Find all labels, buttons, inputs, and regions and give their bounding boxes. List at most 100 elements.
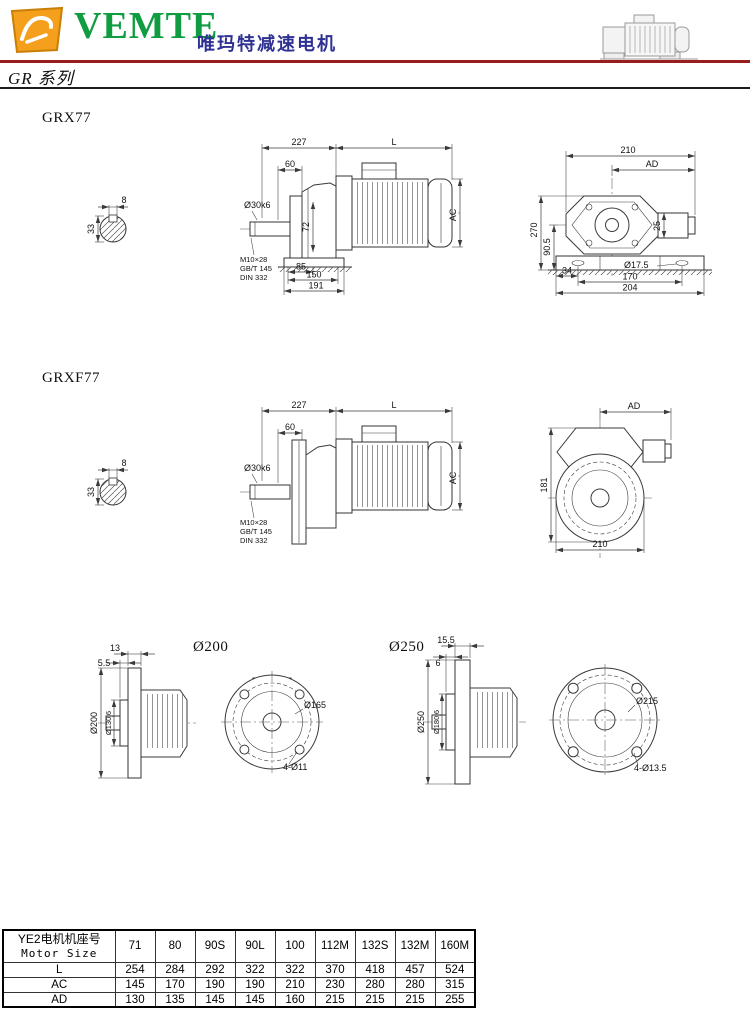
dim-AC: AC — [448, 471, 458, 484]
dimension-table: YE2电机机座号 Motor Size 71 80 90S 90L 100 11… — [2, 929, 476, 1009]
size-col-6: 132S — [354, 929, 396, 963]
dim-AD: AD — [628, 401, 641, 411]
dim-key-width: 8 — [121, 458, 126, 468]
flange-250-drawing: Ø250 15.5 6 — [389, 635, 667, 785]
cell: 160 — [274, 991, 316, 1008]
dim-60: 60 — [285, 159, 295, 169]
note-tap-din: DIN 332 — [240, 536, 268, 545]
dim-210: 210 — [620, 145, 635, 155]
dim-shaft-section: 33 — [86, 224, 96, 234]
dim-13: 13 — [110, 643, 120, 653]
flange-200-front-view: Ø165 4-Ø11 — [221, 671, 326, 773]
grx77-shaft-section: 8 33 — [86, 195, 128, 243]
note-tap: M10×28 — [240, 255, 267, 264]
motor-size-header-en: Motor Size — [21, 947, 98, 960]
grx77-front-view: 210 AD 270 90.5 25 34 Ø17.5 — [529, 145, 712, 296]
brand-name: VEMTE — [74, 5, 219, 47]
logo-mark — [20, 15, 54, 41]
cell: 315 — [434, 976, 476, 993]
dim-spigot-dia: Ø180j6 — [432, 710, 441, 734]
brand-subtitle: 唯玛特减速电机 — [197, 34, 337, 54]
header-divider-black — [0, 87, 750, 89]
dim-flange-dia: Ø200 — [89, 712, 99, 734]
cell: 370 — [314, 961, 356, 978]
grx77-drawing: GRX77 8 33 — [42, 110, 712, 296]
dim-210: 210 — [592, 539, 607, 549]
dim-key-width: 8 — [121, 195, 126, 205]
table-header-row: YE2电机机座号 Motor Size 71 80 90S 90L 100 11… — [2, 929, 476, 963]
row-label: AD — [2, 991, 116, 1008]
cell: 255 — [434, 991, 476, 1008]
cell: 280 — [394, 976, 436, 993]
dim-gear-length: 227 — [291, 400, 306, 410]
cell: 280 — [354, 976, 396, 993]
grxf77-front-view: AD 181 210 — [539, 401, 672, 558]
size-col-8: 160M — [434, 929, 476, 963]
cell: 215 — [354, 991, 396, 1008]
technical-drawings: GRX77 8 33 — [42, 110, 712, 785]
row-label: L — [2, 961, 116, 978]
cell: 190 — [234, 976, 276, 993]
table-row-AD: AD 130 135 145 145 160 215 215 215 255 — [2, 991, 476, 1008]
gearmotor-thumbnail — [600, 14, 698, 60]
cell: 292 — [194, 961, 236, 978]
cell: 190 — [194, 976, 236, 993]
cell: 145 — [234, 991, 276, 1008]
dim-shaft-dia: Ø30k6 — [244, 463, 271, 473]
dim-5-5: 5.5 — [98, 658, 111, 668]
cell: 215 — [394, 991, 436, 1008]
dim-shaft-dia: Ø30k6 — [244, 200, 271, 210]
dim-90: 90.5 — [542, 238, 552, 256]
cell: 170 — [154, 976, 196, 993]
dim-191: 191 — [308, 281, 323, 291]
size-col-7: 132M — [394, 929, 436, 963]
dim-shaft-section: 33 — [86, 487, 96, 497]
row-label: AC — [2, 976, 116, 993]
dim-181: 181 — [539, 477, 549, 492]
flange-250-side-view: 15.5 6 Ø250 Ø180j6 — [416, 635, 526, 785]
cell: 322 — [234, 961, 276, 978]
cell: 457 — [394, 961, 436, 978]
dim-34: 34 — [562, 266, 572, 276]
dim-72: 72 — [301, 222, 311, 232]
series-label: GR 系列 — [8, 69, 74, 88]
note-tap-std: GB/T 145 — [240, 264, 272, 273]
dim-foot-hole: Ø17.5 — [624, 260, 649, 270]
header-divider-red — [0, 60, 750, 63]
cell: 524 — [434, 961, 476, 978]
dim-204: 204 — [622, 283, 637, 293]
logo-mark-2 — [25, 33, 48, 44]
flange-250-front-view: Ø215 4-Ø13.5 — [549, 664, 667, 776]
cell: 322 — [274, 961, 316, 978]
dim-spigot-dia: Ø130j6 — [104, 711, 113, 735]
cell: 215 — [314, 991, 356, 1008]
cell: 145 — [194, 991, 236, 1008]
motor-size-header: YE2电机机座号 Motor Size — [2, 929, 116, 963]
table-row-AC: AC 145 170 190 190 210 230 280 280 315 — [2, 976, 476, 993]
flange-200-title: Ø200 — [193, 639, 228, 655]
cell: 230 — [314, 976, 356, 993]
cell: 145 — [114, 976, 156, 993]
dim-170: 170 — [622, 272, 637, 282]
cell: 130 — [114, 991, 156, 1008]
cell: 135 — [154, 991, 196, 1008]
dim-motor-length: L — [391, 400, 396, 410]
dim-flange-dia: Ø250 — [416, 711, 426, 733]
grx77-side-view: 227 L 60 Ø30k6 72 AC 85 — [240, 137, 463, 295]
dim-15-5: 15.5 — [437, 635, 455, 645]
motor-size-header-cn: YE2电机机座号 — [17, 932, 101, 946]
size-col-3: 90L — [234, 929, 276, 963]
dim-bolt-circle: Ø165 — [304, 700, 326, 710]
size-col-2: 90S — [194, 929, 236, 963]
cell: 284 — [154, 961, 196, 978]
dim-85: 85 — [296, 262, 306, 272]
dim-bolt-circle: Ø215 — [636, 696, 658, 706]
dim-270: 270 — [529, 222, 539, 237]
dim-holes: 4-Ø13.5 — [634, 763, 667, 773]
dim-150: 150 — [306, 270, 321, 280]
dim-AD: AD — [646, 159, 659, 169]
grxf77-drawing: GRXF77 8 33 — [42, 370, 672, 558]
note-tap-std: GB/T 145 — [240, 527, 272, 536]
dim-holes: 4-Ø11 — [283, 762, 307, 772]
grxf77-title: GRXF77 — [42, 370, 100, 386]
